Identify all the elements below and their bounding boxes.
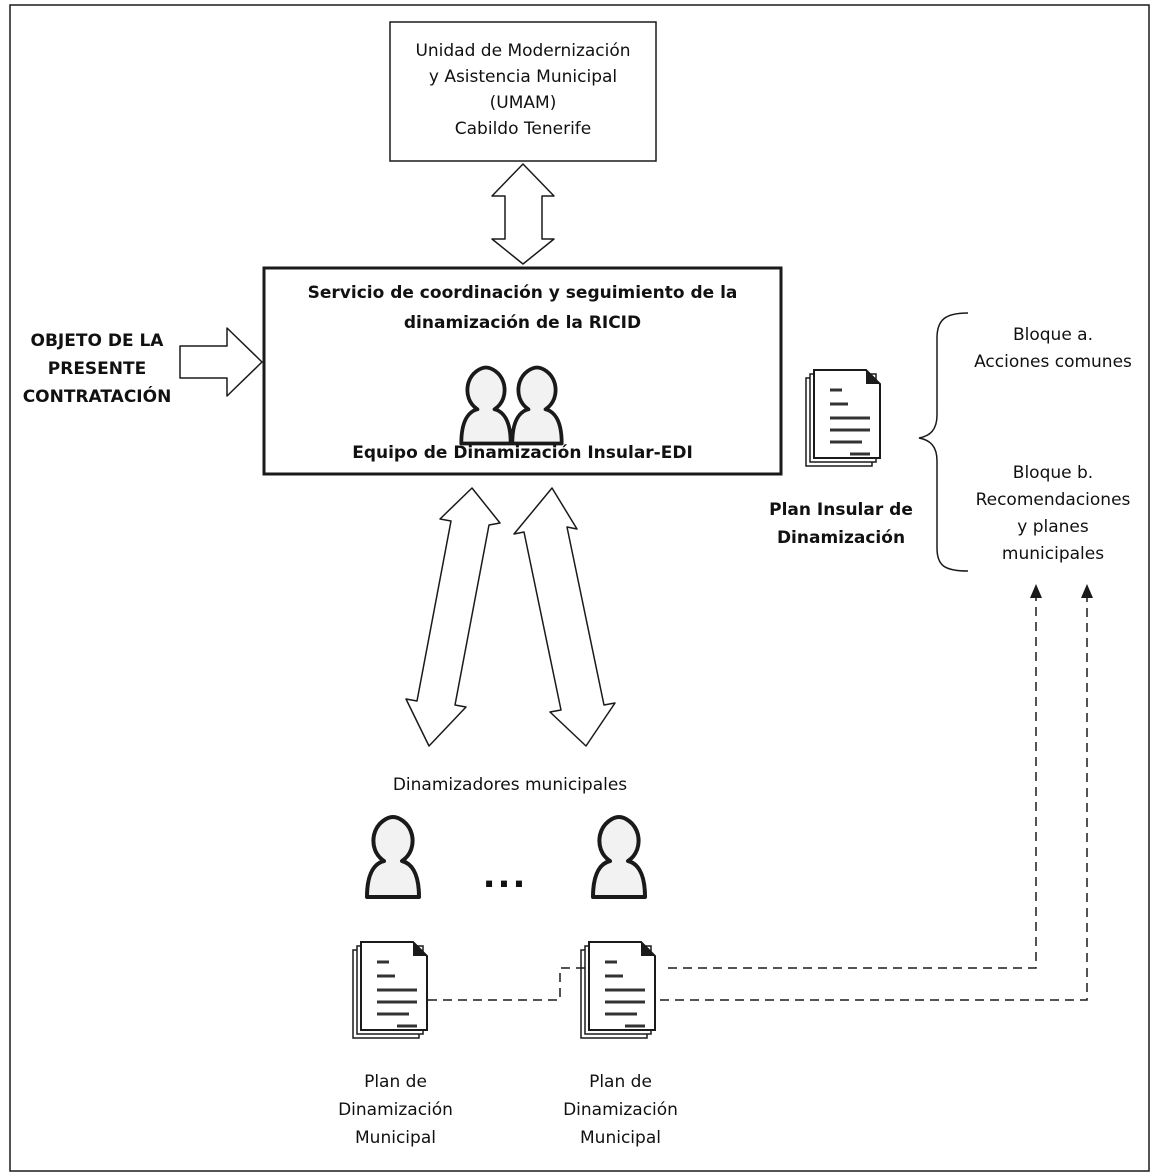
objeto-label: OBJETO DE LA PRESENTE CONTRATACIÓN — [12, 327, 182, 411]
plan-municipal-line: Dinamización — [338, 1100, 453, 1120]
plan-municipal-left-label: Plan de Dinamización Municipal — [318, 1068, 473, 1152]
bloque-a-label: Bloque a. Acciones comunes — [955, 322, 1151, 376]
municipal-user-icon-left — [365, 815, 421, 899]
dashed-connector-bloque-b-1 — [668, 590, 1037, 969]
umam-line: Unidad de Modernización — [415, 41, 631, 61]
umam-service-double-arrow — [491, 163, 555, 265]
bloque-b-line: y planes — [1017, 517, 1089, 537]
plan-municipal-line: Plan de — [364, 1072, 427, 1092]
dinamizadores-double-arrow-left — [405, 487, 501, 747]
plan-municipal-line: Dinamización — [563, 1100, 678, 1120]
objeto-arrow — [179, 327, 263, 397]
bloque-b-label: Bloque b. Recomendaciones y planes munic… — [955, 460, 1151, 568]
service-title-line: dinamización de la RICID — [403, 313, 642, 333]
plan-municipal-line: Municipal — [355, 1128, 436, 1148]
dashed-arrowhead-2 — [1081, 584, 1093, 598]
objeto-line: PRESENTE — [47, 359, 147, 379]
dashed-connector-bloque-b-2 — [660, 590, 1088, 1001]
service-title-line: Servicio de coordinación y seguimiento d… — [307, 283, 738, 303]
dinamizadores-double-arrow-right — [513, 487, 616, 747]
dinamizadores-label: Dinamizadores municipales — [392, 775, 628, 795]
objeto-line: OBJETO DE LA — [30, 331, 164, 351]
bloques-brace — [918, 312, 969, 572]
objeto-line: CONTRATACIÓN — [22, 387, 172, 407]
umam-box-text: Unidad de Modernización y Asistencia Mun… — [390, 38, 656, 142]
bloque-b-line: municipales — [1001, 544, 1105, 564]
plan-insular-document-icon — [804, 368, 882, 468]
plan-municipal-line: Municipal — [580, 1128, 661, 1148]
umam-box — [389, 21, 657, 162]
municipal-user-icon-right — [591, 815, 647, 899]
bloque-b-line: Bloque b. — [1012, 463, 1094, 483]
dashed-connector-docs — [428, 967, 585, 1001]
plan-insular-label: Plan Insular de Dinamización — [765, 496, 917, 552]
plan-municipal-right-label: Plan de Dinamización Municipal — [543, 1068, 698, 1152]
team-label: Equipo de Dinamización Insular-EDI — [352, 443, 693, 463]
bloque-a-line: Acciones comunes — [974, 352, 1132, 372]
plan-insular-line: Dinamización — [776, 528, 906, 548]
bloque-a-line: Bloque a. — [1012, 325, 1094, 345]
ellipsis: ... — [482, 856, 528, 896]
umam-line: Cabildo Tenerife — [454, 119, 592, 139]
dashed-arrowhead-1 — [1030, 584, 1042, 598]
outer-frame — [9, 4, 1150, 1172]
umam-line: y Asistencia Municipal — [428, 67, 618, 87]
plan-municipal-line: Plan de — [589, 1072, 652, 1092]
umam-line: (UMAM) — [489, 93, 557, 113]
bloque-b-line: Recomendaciones — [975, 490, 1131, 510]
plan-insular-line: Plan Insular de — [769, 500, 913, 520]
plan-municipal-document-icon-left — [351, 940, 429, 1040]
service-box-title: Servicio de coordinación y seguimiento d… — [264, 278, 781, 338]
plan-municipal-document-icon-right — [579, 940, 657, 1040]
